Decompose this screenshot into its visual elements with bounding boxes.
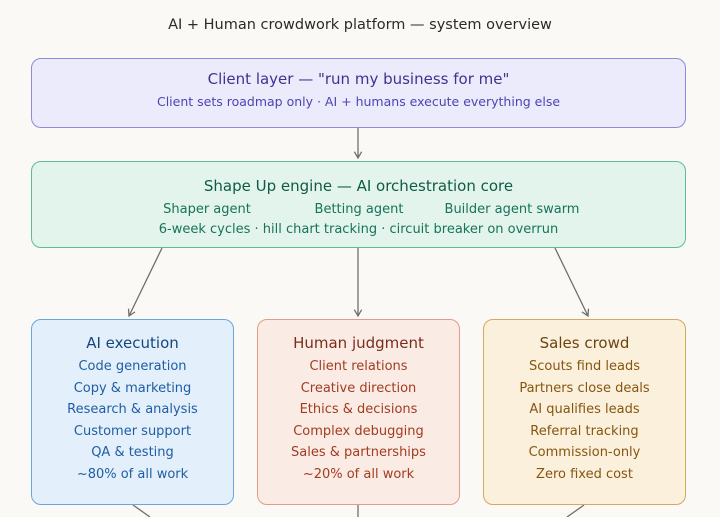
list-item: Scouts find leads xyxy=(528,359,640,374)
list-item: ~20% of all work xyxy=(302,466,415,482)
list-item: Complex debugging xyxy=(293,423,424,439)
list-item: Client relations xyxy=(309,359,408,374)
arrow-engine-to-ai xyxy=(127,247,163,318)
list-item: Zero fixed cost xyxy=(536,466,633,482)
human-judgment-box: Human judgment Client relations Creative… xyxy=(257,319,460,505)
list-item: Customer support xyxy=(73,423,192,439)
list-item: Partners close deals xyxy=(519,380,650,396)
sales-crowd-heading: Sales crowd xyxy=(539,334,630,352)
list-item: AI qualifies leads xyxy=(529,402,640,418)
list-item: Commission-only xyxy=(528,445,641,461)
betting-agent-label: Betting agent xyxy=(314,202,404,217)
list-item: Research & analysis xyxy=(67,402,198,418)
list-item: Referral tracking xyxy=(530,423,639,439)
list-item: QA & testing xyxy=(91,445,174,461)
engine-heading: Shape Up engine — AI orchestration core xyxy=(203,177,514,195)
list-item: ~80% of all work xyxy=(76,466,189,482)
connector-sales-out xyxy=(566,504,585,517)
list-item: Sales & partnerships xyxy=(291,445,426,461)
client-layer-heading: Client layer — "run my business for me" xyxy=(207,70,510,88)
connector-ai-out xyxy=(132,504,151,517)
list-item: Ethics & decisions xyxy=(299,402,418,418)
sales-crowd-box: Sales crowd Scouts find leads Partners c… xyxy=(483,319,686,505)
human-judgment-heading: Human judgment xyxy=(293,334,424,352)
client-layer-subtitle: Client sets roadmap only · AI + humans e… xyxy=(156,94,561,109)
diagram-title: AI + Human crowdwork platform — system o… xyxy=(168,17,552,33)
client-layer-box: Client layer — "run my business for me" … xyxy=(31,58,686,128)
arrow-engine-to-sales xyxy=(554,247,590,318)
human-judgment-list: Client relations Creative direction Ethi… xyxy=(258,356,459,486)
ai-execution-box: AI execution Code generation Copy & mark… xyxy=(31,319,234,505)
engine-subtitle: 6-week cycles · hill chart tracking · ci… xyxy=(158,222,559,237)
ai-execution-list: Code generation Copy & marketing Researc… xyxy=(32,356,233,486)
list-item: Creative direction xyxy=(300,380,417,396)
ai-execution-heading: AI execution xyxy=(86,334,179,352)
shape-up-engine-box: Shape Up engine — AI orchestration core … xyxy=(31,161,686,248)
list-item: Code generation xyxy=(78,359,187,374)
shaper-agent-label: Shaper agent xyxy=(163,202,251,217)
list-item: Copy & marketing xyxy=(73,380,192,396)
sales-crowd-list: Scouts find leads Partners close deals A… xyxy=(484,356,685,486)
builder-agent-swarm-label: Builder agent swarm xyxy=(444,202,580,217)
